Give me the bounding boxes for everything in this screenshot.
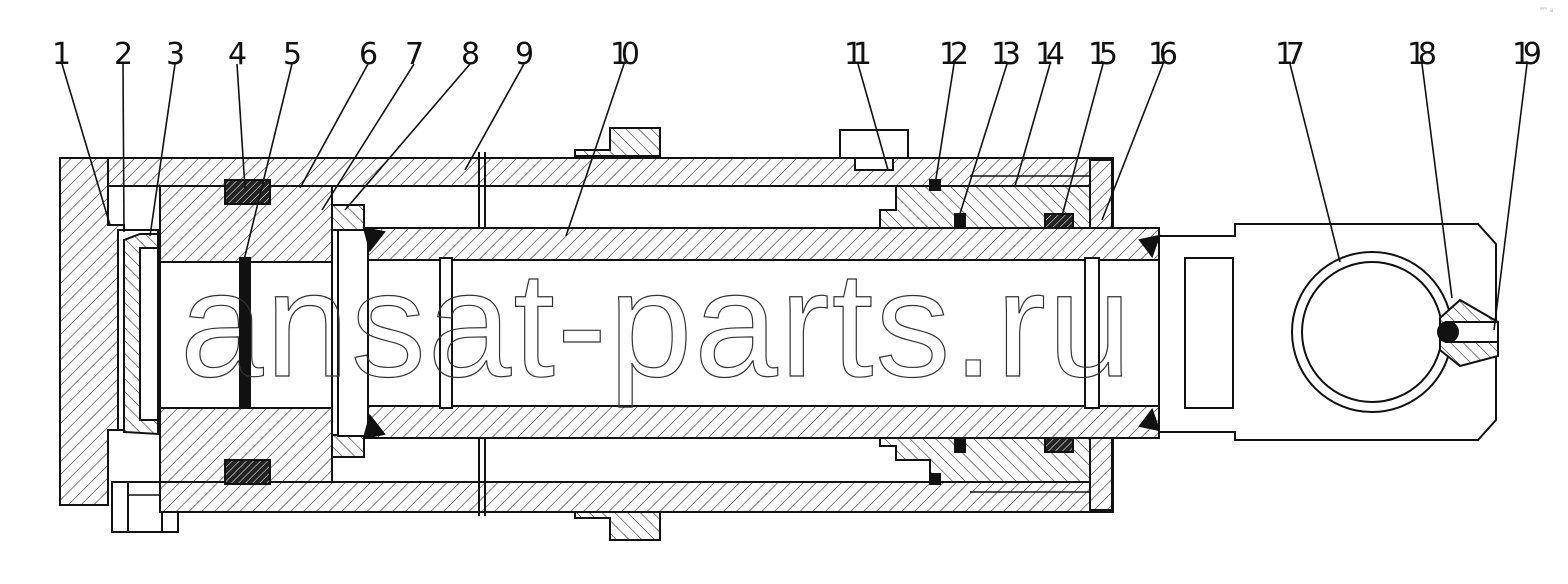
corner-mark: ᵊᵐ ᵢᵢᵢ — [1540, 6, 1553, 14]
callout-1: 1 — [52, 37, 71, 72]
callout-11: 11 — [844, 37, 872, 72]
callout-6: 6 — [359, 37, 378, 72]
callout-18: 18 — [1407, 37, 1437, 72]
callout-numbers: 1 2 3 4 5 6 7 8 9 10 11 12 13 14 15 16 1… — [52, 37, 1542, 72]
callout-4: 4 — [228, 37, 247, 72]
piston — [159, 179, 365, 485]
callout-3: 3 — [166, 37, 185, 72]
callout-15: 15 — [1088, 37, 1118, 72]
callout-17: 17 — [1275, 37, 1305, 72]
callout-13: 13 — [991, 37, 1021, 72]
callout-14: 14 — [1035, 37, 1065, 72]
callout-9: 9 — [515, 37, 534, 72]
leader-lines — [61, 63, 1528, 331]
rod-eye — [1158, 223, 1499, 441]
callout-2: 2 — [114, 37, 133, 72]
callout-8: 8 — [461, 37, 480, 72]
callout-10: 10 — [610, 37, 640, 72]
callout-12: 12 — [939, 37, 969, 72]
callout-5: 5 — [283, 37, 302, 72]
callout-7: 7 — [405, 37, 424, 72]
callout-16: 16 — [1148, 37, 1178, 72]
watermark: ansat-parts.ru — [180, 240, 1133, 408]
piston-rod — [337, 226, 1161, 440]
barrel-mount-lugs — [574, 127, 909, 541]
callout-19: 19 — [1512, 37, 1542, 72]
